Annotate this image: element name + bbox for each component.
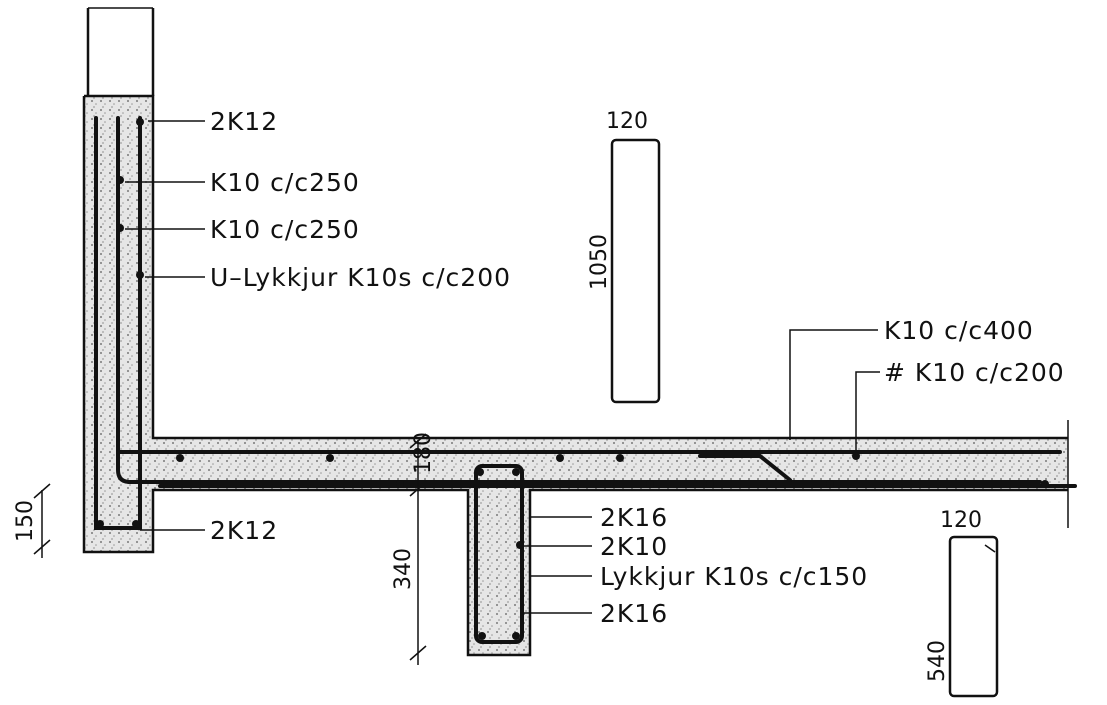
label-wall-horizontal-1: K10 c/c250 <box>210 168 360 197</box>
dimension-lines <box>33 433 427 665</box>
dim-wall-section-height: 1050 <box>587 234 612 290</box>
dim-beam-section-width: 120 <box>940 508 982 533</box>
label-beam-bottom-bars: 2K16 <box>600 599 668 628</box>
label-slab-mesh: # K10 c/c200 <box>884 358 1065 387</box>
upper-wall-outline <box>86 7 155 96</box>
concrete-section <box>82 94 1069 657</box>
label-slab-top-bars: K10 c/c400 <box>884 316 1034 345</box>
label-wall-stirrups: U–Lykkjur K10s c/c200 <box>210 263 511 292</box>
label-wall-horizontal-2: K10 c/c250 <box>210 215 360 244</box>
dim-beam-section-height: 540 <box>925 640 950 682</box>
dim-slab-thickness: 180 <box>411 432 436 474</box>
dim-wall-foot: 150 <box>13 500 38 542</box>
label-beam-top-bars: 2K16 <box>600 503 668 532</box>
dim-wall-section-width: 120 <box>606 109 648 134</box>
label-beam-stirrups: Lykkjur K10s c/c150 <box>600 562 868 591</box>
label-wall-top-bars: 2K12 <box>210 107 278 136</box>
dim-beam-depth: 340 <box>391 548 416 590</box>
beam-section-sketch <box>948 535 999 698</box>
bar-cross-sections <box>96 118 1049 640</box>
label-beam-side-bars: 2K10 <box>600 532 668 561</box>
label-wall-bottom-bars: 2K12 <box>210 516 278 545</box>
reinforcement-bars <box>94 116 1077 644</box>
wall-section-sketch <box>610 138 661 404</box>
leader-lines <box>125 120 880 614</box>
